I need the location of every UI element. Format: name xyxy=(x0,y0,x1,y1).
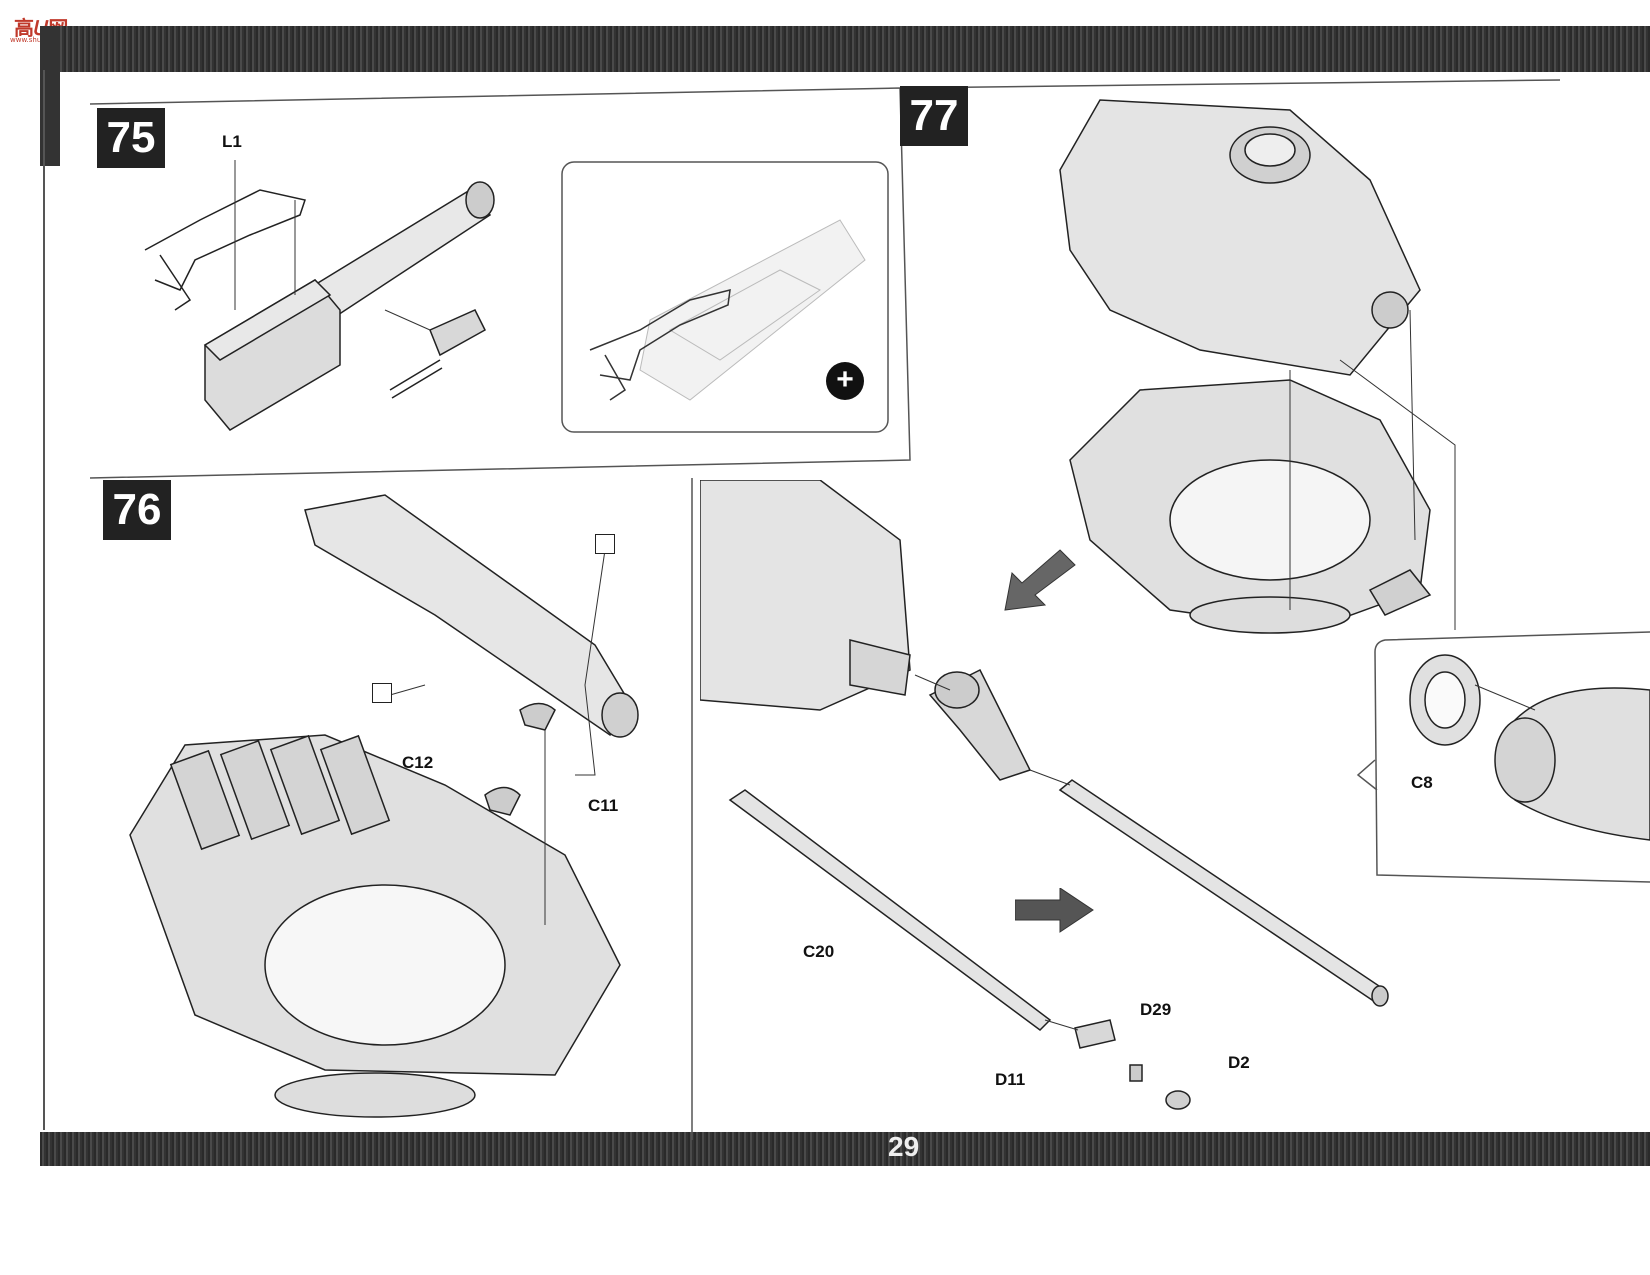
step-number-77: 77 xyxy=(900,86,968,146)
step-number-76: 76 xyxy=(103,480,171,540)
step-76-turret-interior-illustration xyxy=(129,494,639,1118)
step-number-75: 75 xyxy=(97,108,165,168)
step-77-turret-assembly-illustration xyxy=(1059,99,1456,634)
step-75-gun-breech-illustration xyxy=(144,160,495,431)
bottom-band xyxy=(40,1132,1650,1166)
part-label-c20: C20 xyxy=(803,942,835,961)
arrow-right-icon xyxy=(1015,888,1094,933)
part-label-d29: D29 xyxy=(1140,1000,1172,1019)
step-75-inset-illustration xyxy=(589,219,866,401)
top-band xyxy=(40,26,1650,72)
part-label-d11: D11 xyxy=(995,1070,1026,1089)
arrow-down-left-icon xyxy=(1004,549,1076,611)
part-label-c11: C11 xyxy=(588,796,619,815)
watermark-subtext: www.shuo.com xyxy=(10,36,63,44)
paint-code-icon xyxy=(595,534,615,554)
part-label-c8: C8 xyxy=(1411,773,1433,792)
page-number: 29 xyxy=(888,1131,920,1162)
step-77-inset-illustration xyxy=(1409,654,1650,841)
step-77-barrel-assembly-illustration xyxy=(700,480,1389,1110)
part-label-c12: C12 xyxy=(402,753,434,772)
part-label-d2: D2 xyxy=(1228,1053,1250,1072)
zoom-in-icon: + xyxy=(826,362,864,400)
paint-code-icon xyxy=(372,683,392,703)
part-label-l1: L1 xyxy=(222,132,242,151)
